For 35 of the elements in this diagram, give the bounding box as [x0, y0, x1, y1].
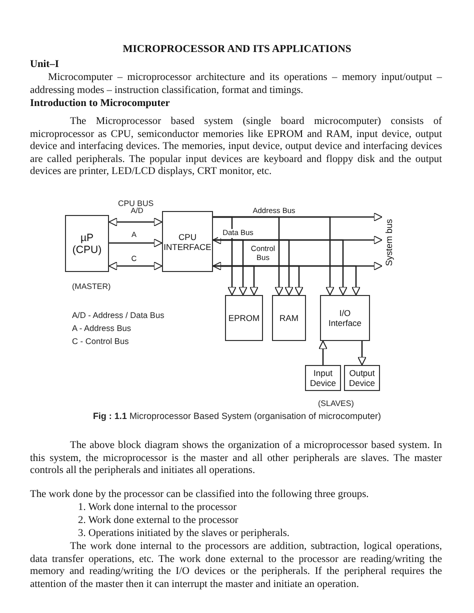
paragraph: Microcomputer – microprocessor architecture and its operations – memory input/output – addressing modes – instruction classification, format and timings.: [30, 72, 442, 98]
section-heading: Introduction to Microcomputer: [30, 98, 170, 111]
diagram-label: CPU BUS: [118, 199, 154, 208]
arrow: [213, 265, 360, 296]
arrow: [213, 216, 334, 296]
paragraph: 3. Operations initiated by the slaves or peripherals.: [78, 528, 290, 541]
memory-box: RAM: [272, 295, 306, 341]
device-box: Output Device: [344, 365, 380, 391]
device-box: Input Device: [305, 365, 341, 391]
section-heading: Unit–I: [30, 59, 59, 72]
paragraph: The above block diagram shows the organization of a microprocessor based system. In this system, the microprocessor is the master and all other peripherals are slaves. The master controls all the peripherals and initiates all operations.: [30, 440, 442, 478]
role-label: (MASTER): [72, 282, 111, 291]
arrow: [108, 262, 162, 270]
memory-box: EPROM: [225, 295, 263, 341]
arrow: [213, 239, 348, 296]
paragraph: 1. Work done internal to the processor: [78, 502, 237, 515]
paragraph: 2. Work done external to the processor: [78, 515, 238, 528]
key-text: C - Control Bus: [72, 336, 129, 346]
diagram-label: (SLAVES): [318, 399, 354, 408]
interface-box: I/O Interface: [320, 295, 370, 341]
paragraph: The work done internal to the processors are addition, subtraction, logical operations, data transfer operations, etc. The work done external to the processor are reading/writing the memory and reading/writing the I/O devices or the peripherals. If the peripheral requires the attention of the master then it can interrupt the master and initiate an operation.: [30, 541, 442, 592]
arrow: [109, 238, 162, 248]
figure-caption: Fig : 1.1 Microprocessor Based System (organisation of microcomputer): [92, 411, 382, 421]
arrow: [358, 341, 366, 366]
arrow: [212, 262, 382, 270]
key-text: A/D - Address / Data Bus: [72, 310, 164, 320]
arrow: [318, 340, 328, 365]
paragraph: The work done by the processor can be classified into the following three groups.: [30, 489, 369, 502]
paragraph: The Microprocessor based system (single board microcomputer) consists of microprocessor as CPU, semiconductor memories like EPROM and RAM, input device, output device and interfacing devices. The memories, input device, output device and interfacing devices are called peripherals. The popular input devices are keyboard and floppy disk and the output devices are printer, LED/LCD displays, CRT monitor, etc.: [30, 116, 442, 179]
arrow: [212, 236, 382, 244]
page-title: MICROPROCESSOR AND ITS APPLICATIONS: [122, 44, 352, 57]
key-text: A - Address Bus: [72, 323, 132, 333]
arrow: [108, 218, 162, 226]
interface-box: CPU INTERFACE: [162, 211, 213, 272]
processor-box: µP (CPU): [65, 215, 109, 272]
